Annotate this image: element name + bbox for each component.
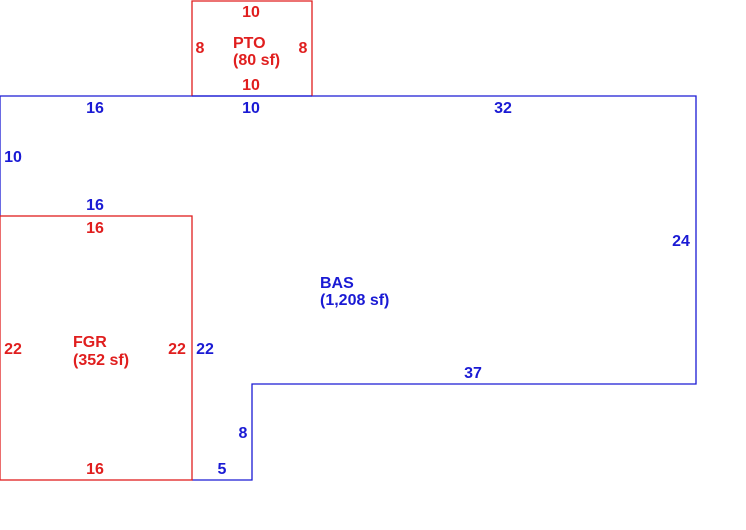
fgr-outline	[0, 215, 193, 481]
pto-code: PTO	[233, 35, 266, 52]
pto-area: (80 sf)	[233, 52, 280, 69]
fgr-dim-left: 22	[4, 341, 22, 358]
pto-dim-top: 10	[242, 4, 260, 21]
fgr-dim-bottom: 16	[86, 461, 104, 478]
pto-dim-left: 8	[196, 40, 205, 57]
pto-dim-right: 8	[299, 40, 308, 57]
bas-code: BAS	[320, 275, 354, 292]
bas-area: (1,208 sf)	[320, 292, 389, 309]
pto-dim-bottom: 10	[242, 77, 260, 94]
pto-outline	[191, 0, 313, 96]
bas-outline	[192, 95, 697, 481]
bas-dim-step-vertical: 8	[239, 425, 248, 442]
bas-dim-top-mid: 10	[242, 100, 260, 117]
fgr-dim-right: 22	[168, 341, 186, 358]
bas-dim-step-top: 37	[464, 365, 482, 382]
bas-dim-top-left: 16	[86, 100, 104, 117]
bas-dim-right: 24	[672, 233, 690, 250]
fgr-code: FGR	[73, 334, 107, 351]
bas-dim-inner-top: 16	[86, 197, 104, 214]
bas-dim-inner-right: 22	[196, 341, 214, 358]
bas-dim-top-right: 32	[494, 100, 512, 117]
bas-dim-bottom: 5	[218, 461, 227, 478]
fgr-dim-top: 16	[86, 220, 104, 237]
bas-dim-left: 10	[4, 149, 22, 166]
bas-outline-left	[0, 95, 192, 216]
fgr-area: (352 sf)	[73, 352, 129, 369]
